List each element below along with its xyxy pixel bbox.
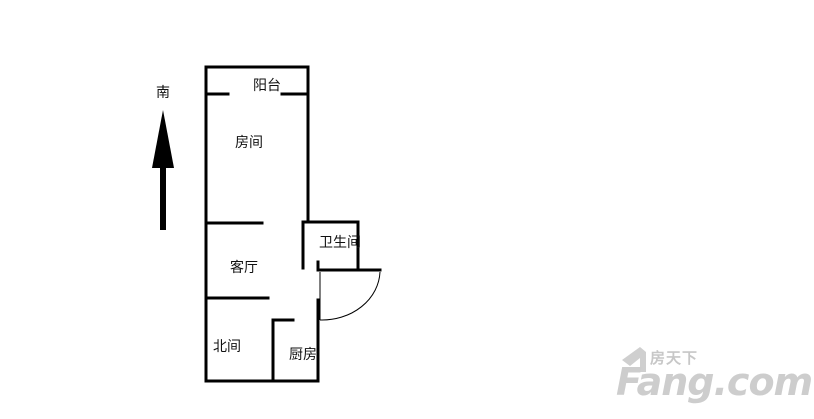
room-label-kitchen: 厨房 bbox=[289, 347, 317, 363]
room-label-living-room: 客厅 bbox=[230, 260, 258, 276]
room-label-bathroom: 卫生间 bbox=[319, 235, 361, 251]
north-arrow-icon bbox=[152, 110, 174, 230]
room-label-balcony: 阳台 bbox=[253, 78, 281, 94]
walls bbox=[204, 65, 382, 383]
room-label-bedroom: 房间 bbox=[235, 135, 263, 151]
room-label-north-room: 北间 bbox=[213, 339, 241, 355]
watermark-logo-icon bbox=[622, 347, 646, 372]
watermark-cn: 房天下 bbox=[650, 349, 699, 367]
watermark-en: Fang.com bbox=[616, 360, 813, 404]
entrance-door-icon bbox=[319, 271, 381, 321]
compass-label: 南 bbox=[156, 85, 170, 101]
